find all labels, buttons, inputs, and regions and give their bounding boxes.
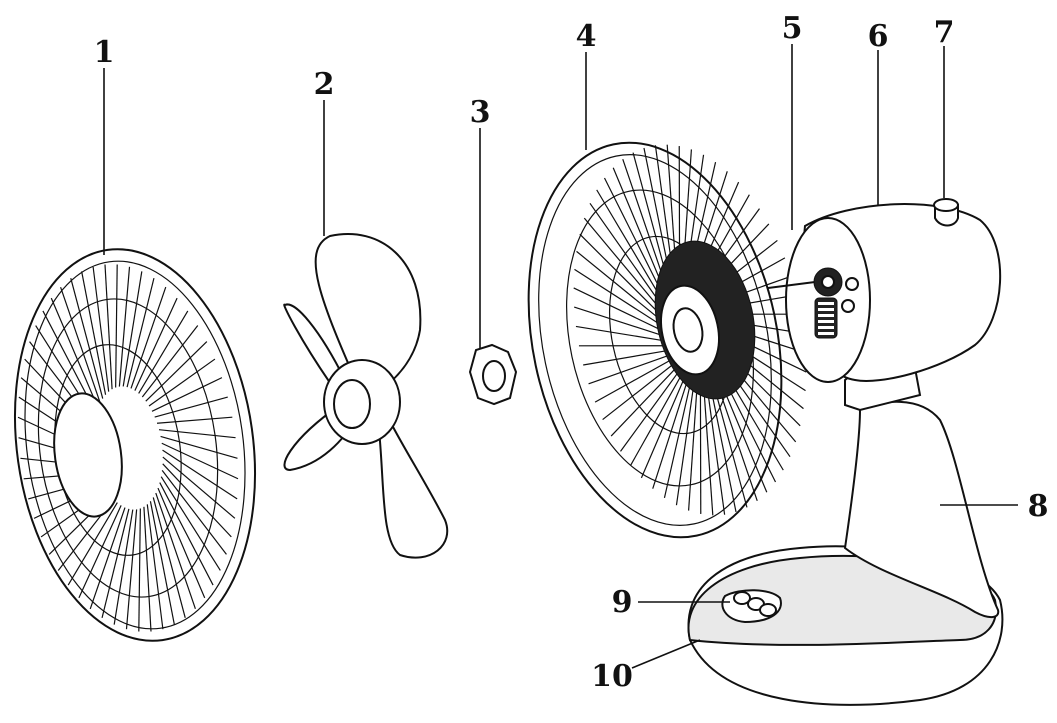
part-label-3: 3 xyxy=(470,95,491,130)
fan-blade xyxy=(283,233,449,559)
part-label-1: 1 xyxy=(94,35,115,70)
part-label-9: 9 xyxy=(612,585,633,620)
stand-and-base xyxy=(687,366,1004,706)
part-label-2: 2 xyxy=(314,67,335,102)
front-guard xyxy=(13,248,257,642)
part-labels: 1 2 3 4 5 6 7 8 9 10 xyxy=(94,11,1049,694)
part-label-6: 6 xyxy=(868,19,889,54)
part-label-4: 4 xyxy=(576,19,597,54)
leader-lines xyxy=(103,44,1018,669)
part-label-8: 8 xyxy=(1028,489,1049,524)
motor-housing xyxy=(767,198,1002,383)
rear-guard xyxy=(527,141,807,539)
part-label-5: 5 xyxy=(782,11,803,46)
part-label-7: 7 xyxy=(934,15,955,50)
part-label-10: 10 xyxy=(591,659,633,694)
blade-nut xyxy=(468,343,518,406)
